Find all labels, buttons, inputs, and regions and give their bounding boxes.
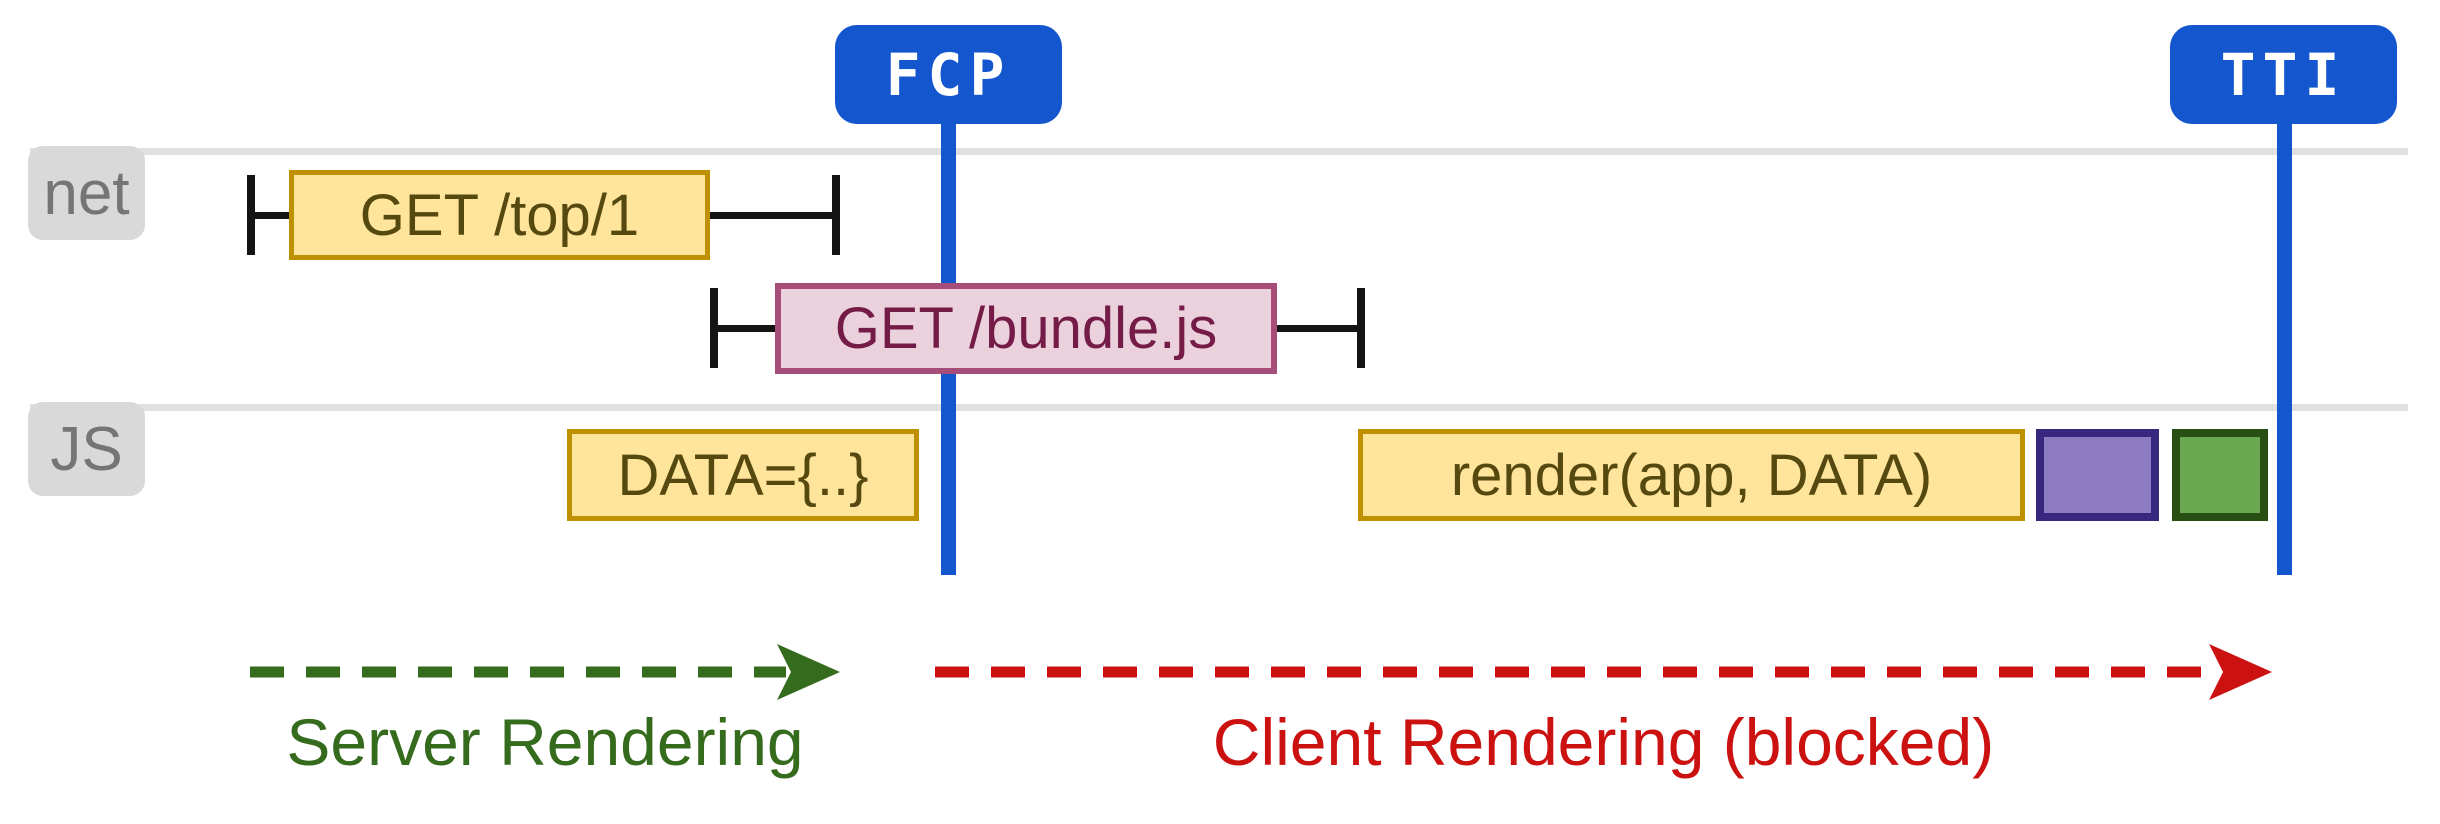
fcp-badge: FCP (835, 25, 1062, 124)
bundle-request-start-connector (718, 325, 775, 332)
js-row-line (30, 404, 2408, 411)
net-row-line (30, 148, 2408, 155)
net-row-label-text: net (43, 158, 130, 228)
bundle-request-end-connector (1277, 325, 1357, 332)
bundle-request-label: GET /bundle.js (834, 296, 1218, 361)
green-task-block (2172, 429, 2268, 521)
top-request-end-tick (832, 175, 840, 255)
top-request-start-tick (247, 175, 255, 255)
js-row-label-text: JS (50, 414, 123, 484)
server-rendering-label: Server Rendering (286, 705, 804, 779)
tti-badge: TTI (2170, 25, 2397, 124)
bundle-request-end-tick (1357, 288, 1365, 368)
client-rendering-arrow-head (2209, 644, 2272, 700)
top-request-start-connector (255, 212, 289, 219)
phase-arrows (250, 644, 2272, 700)
purple-task-block (2036, 429, 2159, 521)
top-request-end-connector (710, 212, 832, 219)
top-request-task: GET /top/1 (289, 170, 710, 260)
render-call-label: render(app, DATA) (1450, 442, 1933, 508)
data-assign-task: DATA={..} (567, 429, 919, 521)
net-row-label: net (28, 146, 145, 240)
tti-marker-line (2277, 124, 2292, 575)
top-request-label: GET /top/1 (359, 182, 640, 248)
fcp-badge-label: FCP (885, 40, 1012, 109)
client-rendering-label: Client Rendering (blocked) (1212, 705, 1995, 779)
render-call-task: render(app, DATA) (1358, 429, 2025, 521)
bundle-request-task: GET /bundle.js (775, 283, 1277, 374)
data-assign-label: DATA={..} (617, 442, 869, 508)
tti-badge-label: TTI (2220, 40, 2347, 109)
bundle-request-start-tick (710, 288, 718, 368)
server-rendering-arrow-head (777, 644, 840, 700)
js-row-label: JS (28, 402, 145, 496)
